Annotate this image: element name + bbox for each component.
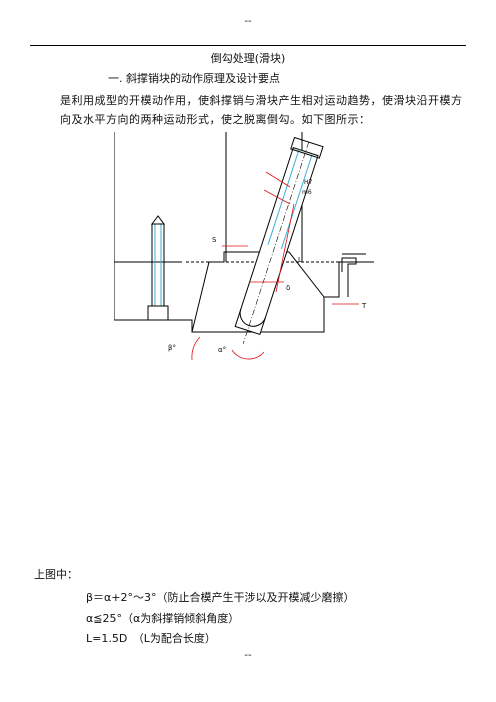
formula-beta: β＝α+2°～3°（防止合模产生干涉以及开模减少磨擦） [86, 591, 355, 604]
label-alpha: α° [218, 346, 226, 354]
angle-pin [234, 136, 324, 344]
label-fit-top: H7 [304, 179, 313, 186]
formula-length: L=1.5D （L为配合长度） [86, 632, 216, 645]
slider-block [191, 251, 325, 333]
header-mark: -- [244, 16, 252, 27]
figure-caption: 上图中： [34, 568, 78, 581]
right-step [341, 253, 366, 297]
label-t: T [361, 302, 367, 310]
label-l: L [298, 256, 302, 264]
body-paragraph: 是利用成型的开模动作用，使斜撑销与滑块产生相对运动趋势，使滑块沿开模方向及水平方… [60, 94, 463, 126]
angle-pin-slider-diagram: S δ L T β° α° H7 m6 [114, 132, 374, 361]
label-s: S [212, 236, 217, 244]
label-beta: β° [168, 344, 176, 352]
label-fit-bottom: m6 [302, 189, 312, 196]
formula-alpha: α≦25°（α为斜撑销倾斜角度） [86, 612, 240, 625]
footer-mark: -- [244, 650, 252, 661]
left-screw [147, 215, 169, 321]
dimension-lines [191, 171, 359, 361]
section-heading: 一. 斜撑销块的动作原理及设计要点 [108, 72, 280, 85]
label-delta: δ [286, 284, 290, 292]
page-title: 倒勾处理(滑块) [210, 52, 286, 65]
header-rule [30, 45, 466, 46]
